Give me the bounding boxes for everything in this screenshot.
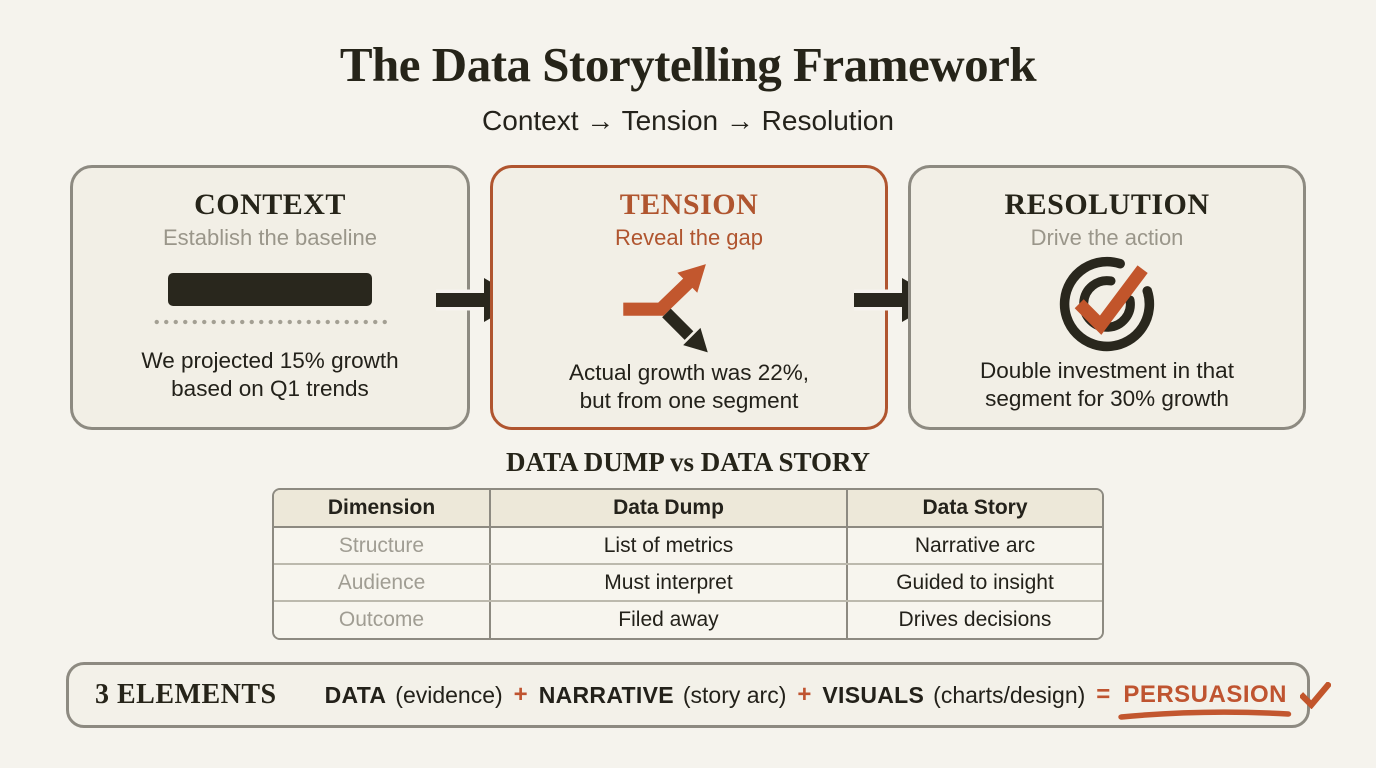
table-cell: Must interpret — [490, 564, 848, 602]
table-cell: Guided to insight — [847, 564, 1102, 602]
column-header-data-story: Data Story — [847, 490, 1102, 528]
tension-heading: TENSION — [619, 188, 759, 221]
table-cell: Narrative arc — [847, 527, 1102, 565]
resolution-caption: Double investment in that segment for 30… — [980, 357, 1234, 413]
table-cell: List of metrics — [490, 527, 848, 565]
elements-formula-bar: 3 ELEMENTS DATA (evidence) + NARRATIVE (… — [66, 662, 1332, 728]
context-icon-zone — [89, 251, 451, 347]
row-label: Audience — [274, 564, 491, 602]
equals-operator: = — [1096, 681, 1111, 708]
page-subtitle: Context → Tension → Resolution — [482, 105, 894, 136]
context-subheading: Establish the baseline — [162, 225, 378, 250]
page-title: The Data Storytelling Framework — [339, 37, 1037, 92]
term-visuals: VISUALS — [822, 681, 925, 708]
row-label: Structure — [274, 527, 491, 565]
plus-operator: + — [513, 681, 528, 708]
tension-icon-zone — [509, 251, 869, 359]
persuasion-result: PERSUASION — [1118, 681, 1292, 720]
table-row: Structure List of metrics Narrative arc — [274, 527, 1102, 565]
tension-caption-line1: Actual growth was 22%, — [568, 360, 810, 385]
tension-card: TENSION Reveal the gap Actual growth was… — [490, 165, 888, 430]
resolution-subheading: Drive the action — [1030, 225, 1184, 250]
elements-label: 3 ELEMENTS — [95, 679, 277, 710]
resolution-icon-zone — [927, 251, 1287, 357]
column-header-dimension: Dimension — [274, 490, 491, 528]
column-header-data-dump: Data Dump — [490, 490, 848, 528]
persuasion-text: PERSUASION — [1123, 681, 1288, 708]
table-row: Audience Must interpret Guided to insigh… — [274, 564, 1102, 602]
table-header-row: Dimension Data Dump Data Story — [274, 490, 1102, 528]
table-cell: Filed away — [490, 601, 848, 638]
formula-equation: DATA (evidence) + NARRATIVE (story arc) … — [324, 681, 1332, 720]
checkmark-icon — [1300, 681, 1332, 709]
plus-operator: + — [797, 681, 812, 708]
resolution-caption-line2: segment for 30% growth — [985, 385, 1229, 411]
flow-row: CONTEXT Establish the baseline We projec… — [70, 165, 1306, 430]
underline-swoosh-icon — [1118, 709, 1292, 720]
table-cell: Drives decisions — [847, 601, 1102, 638]
tension-caption-line2: but from one segment — [579, 387, 799, 413]
resolution-caption-line1: Double investment in that — [980, 358, 1234, 383]
dotted-baseline — [152, 319, 388, 326]
term-narrative: NARRATIVE — [538, 681, 674, 708]
term-data: DATA — [324, 681, 387, 708]
row-label: Outcome — [274, 601, 491, 638]
tension-caption: Actual growth was 22%, but from one segm… — [569, 359, 809, 415]
comparison-table: Dimension Data Dump Data Story Structure… — [272, 488, 1104, 640]
term-visuals-desc: (charts/design) — [933, 681, 1086, 708]
target-check-icon — [1059, 256, 1155, 352]
comparison-title: DATA DUMP vs DATA STORY — [505, 447, 871, 477]
context-caption-line2: based on Q1 trends — [171, 376, 369, 402]
baseline-bar — [168, 273, 372, 307]
term-data-desc: (evidence) — [395, 681, 503, 708]
context-card: CONTEXT Establish the baseline We projec… — [70, 165, 470, 430]
tension-subheading: Reveal the gap — [615, 225, 763, 250]
diverging-arrows-icon — [623, 264, 708, 353]
table-row: Outcome Filed away Drives decisions — [274, 601, 1102, 638]
context-heading: CONTEXT — [194, 188, 346, 221]
term-narrative-desc: (story arc) — [682, 681, 787, 708]
baseline-bar-icon — [152, 273, 388, 326]
context-caption: We projected 15% growth based on Q1 tren… — [141, 347, 398, 403]
resolution-card: RESOLUTION Drive the action Double inves… — [908, 165, 1306, 430]
resolution-heading: RESOLUTION — [1004, 188, 1210, 221]
context-caption-line1: We projected 15% growth — [141, 348, 399, 374]
